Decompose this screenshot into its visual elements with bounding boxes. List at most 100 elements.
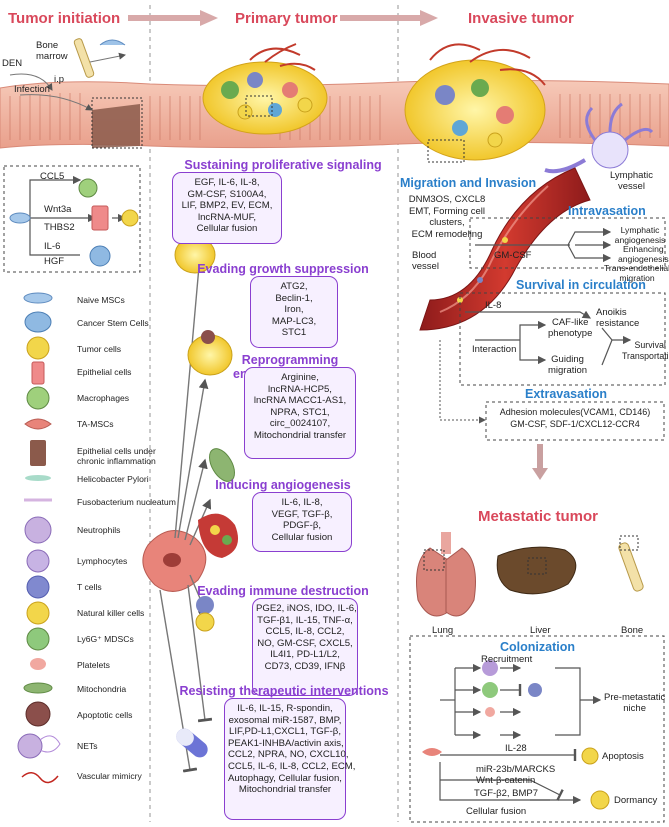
- legend-item: Ly6G⁺ MDSCs: [12, 629, 152, 653]
- label-ip: i.p: [54, 74, 65, 85]
- label-thbs2: THBS2: [44, 222, 75, 233]
- bone-graphic: [618, 542, 644, 592]
- mdsc-icon: [26, 627, 50, 651]
- hallmark-box: EGF, IL-6, IL-8, GM-CSF, S100A4, LIF, BM…: [172, 172, 282, 244]
- inflamed-region: [92, 104, 140, 148]
- label-ccl5: CCL5: [40, 171, 65, 182]
- legend-label: Macrophages: [77, 393, 130, 403]
- legend-label: Natural killer cells: [77, 608, 145, 618]
- ta-msc-icon: [24, 418, 52, 430]
- legend-label: Helicobacter Pylori: [77, 474, 149, 484]
- intravasation-title: Intravasation: [568, 204, 646, 218]
- legend-item: Neutrophils: [12, 520, 152, 544]
- lymphatic-vessel-graphic: [544, 102, 654, 174]
- blood-vessel-graphic: [419, 167, 591, 331]
- blood-vessel-label: Blood vessel: [412, 250, 439, 272]
- invasive-tumor-cluster: [404, 43, 546, 161]
- initiation-box: [3, 165, 141, 273]
- legend-item: Epithelial cells under chronic inflammat…: [12, 441, 156, 466]
- vascular-mimicry-icon: [21, 772, 59, 784]
- hallmark-title: Sustaining proliferative signaling: [184, 158, 382, 172]
- survival-title: Survival in circulation: [516, 278, 646, 292]
- label-tgf: TGF-β2, BMP7: [474, 788, 539, 799]
- survival-transport: Survival Transportation: [622, 340, 669, 361]
- mitochondria-icon: [23, 682, 53, 694]
- legend-label: Fusobacterium nucleatum: [77, 497, 176, 507]
- label-bone-marrow: Bone marrow: [36, 40, 68, 62]
- hallmark-title: Resisting therapeutic interventions: [179, 684, 389, 698]
- legend-item: Platelets: [12, 655, 152, 679]
- legend-label: Vascular mimicry: [77, 771, 142, 781]
- apoptotic-cell-icon: [25, 701, 51, 727]
- label-hgf: HGF: [44, 256, 65, 267]
- survival-il8: IL-8: [485, 300, 502, 311]
- legend-item: Naive MSCs: [12, 290, 152, 314]
- ta-msc-graphic: [142, 530, 207, 592]
- legend-label: T cells: [77, 582, 102, 592]
- h-pylori-icon: [25, 475, 51, 481]
- survival-caf: CAF-like phenotype: [548, 317, 593, 339]
- naive-msc-icon: [23, 292, 53, 304]
- hallmark-title: Evading immune destruction: [197, 584, 369, 598]
- title-tumor-initiation: Tumor initiation: [8, 10, 121, 27]
- primary-tumor-cluster: [202, 43, 328, 135]
- label-wnt3a: Wnt3a: [44, 204, 72, 215]
- legend-item: T cells: [12, 577, 152, 601]
- macrophage-icon: [26, 386, 50, 410]
- legend-label: Naive MSCs: [77, 295, 125, 305]
- label-dormancy-factors: miR-23b/MARCKS Wnt-β-catenin: [476, 764, 556, 786]
- legend-icons: [17, 292, 61, 784]
- legend-item: Natural killer cells: [12, 603, 152, 627]
- migration-text: DNM3OS, CXCL8 EMT, Forming cell clusters…: [408, 194, 486, 240]
- intravasation-box: [469, 217, 666, 269]
- label-apoptosis: Apoptosis: [602, 751, 644, 762]
- lung-graphic: [416, 532, 476, 617]
- intravasation-outcome-3: Trans-endothelial migration: [604, 263, 669, 283]
- label-il6: IL-6: [44, 241, 61, 252]
- hallmark-icons: [174, 236, 239, 758]
- lymphocyte-icon: [26, 549, 50, 573]
- nk-cell-icon: [26, 601, 50, 625]
- initiation-graphics: [9, 38, 126, 111]
- label-dormancy: Dormancy: [614, 795, 658, 806]
- legend-item: Lymphocytes: [12, 551, 152, 575]
- label-infection: Infection: [14, 84, 50, 95]
- lymphatic-vessel-label: Lymphatic vessel: [610, 170, 653, 192]
- extravasation-text: Adhesion molecules(VCAM1, CD146) GM-CSF,…: [499, 407, 651, 429]
- survival-guiding: Guiding migration: [548, 354, 588, 376]
- title-metastatic-tumor: Metastatic tumor: [478, 508, 599, 525]
- tumor-cell-icon: [26, 336, 50, 360]
- cancer-stem-cell-icon: [24, 311, 52, 333]
- organ-liver: Liver: [530, 625, 551, 636]
- colonization-box: [409, 635, 665, 823]
- legend-item: Fusobacterium nucleatum: [12, 492, 176, 516]
- legend-item: Mitochondria: [12, 679, 152, 703]
- hallmark-box: Arginine, lncRNA-HCP5, lncRNA MACC1-AS1,…: [244, 367, 356, 459]
- migration-title: Migration and Invasion: [400, 176, 537, 190]
- legend-label: TA-MSCs: [77, 419, 114, 429]
- label-recruitment: Recruitment: [481, 654, 533, 665]
- legend-label: Neutrophils: [77, 525, 121, 535]
- legend-label: Ly6G⁺ MDSCs: [77, 634, 134, 644]
- inflamed-epithelial-icon: [30, 440, 46, 466]
- label-fusion: Cellular fusion: [466, 806, 527, 817]
- legend-item: Helicobacter Pylori: [12, 469, 152, 493]
- legend-item: TA-MSCs: [12, 414, 152, 438]
- title-invasive-tumor: Invasive tumor: [468, 10, 574, 27]
- legend-label: Mitochondria: [77, 684, 127, 694]
- platelet-icon: [30, 658, 46, 670]
- epithelial-cell-icon: [31, 361, 45, 385]
- hallmark-box: ATG2, Beclin-1, Iron, MAP-LC3, STC1: [250, 276, 338, 348]
- legend-label: Cancer Stem Cells: [77, 318, 149, 328]
- label-pre-metastatic: Pre-metastatic niche: [604, 692, 666, 714]
- legend-item: Epithelial cells: [12, 362, 152, 386]
- organ-bone: Bone: [621, 625, 644, 636]
- survival-interaction: Interaction: [472, 344, 517, 355]
- survival-box: [459, 292, 666, 386]
- legend-label: Apoptotic cells: [77, 710, 133, 720]
- extravasation-title: Extravasation: [525, 387, 607, 401]
- hallmark-box: PGE2, iNOS, IDO, IL-6, TGF-β1, IL-15, TN…: [252, 598, 358, 696]
- title-primary-tumor: Primary tumor: [235, 10, 338, 27]
- legend-item: Macrophages: [12, 388, 152, 412]
